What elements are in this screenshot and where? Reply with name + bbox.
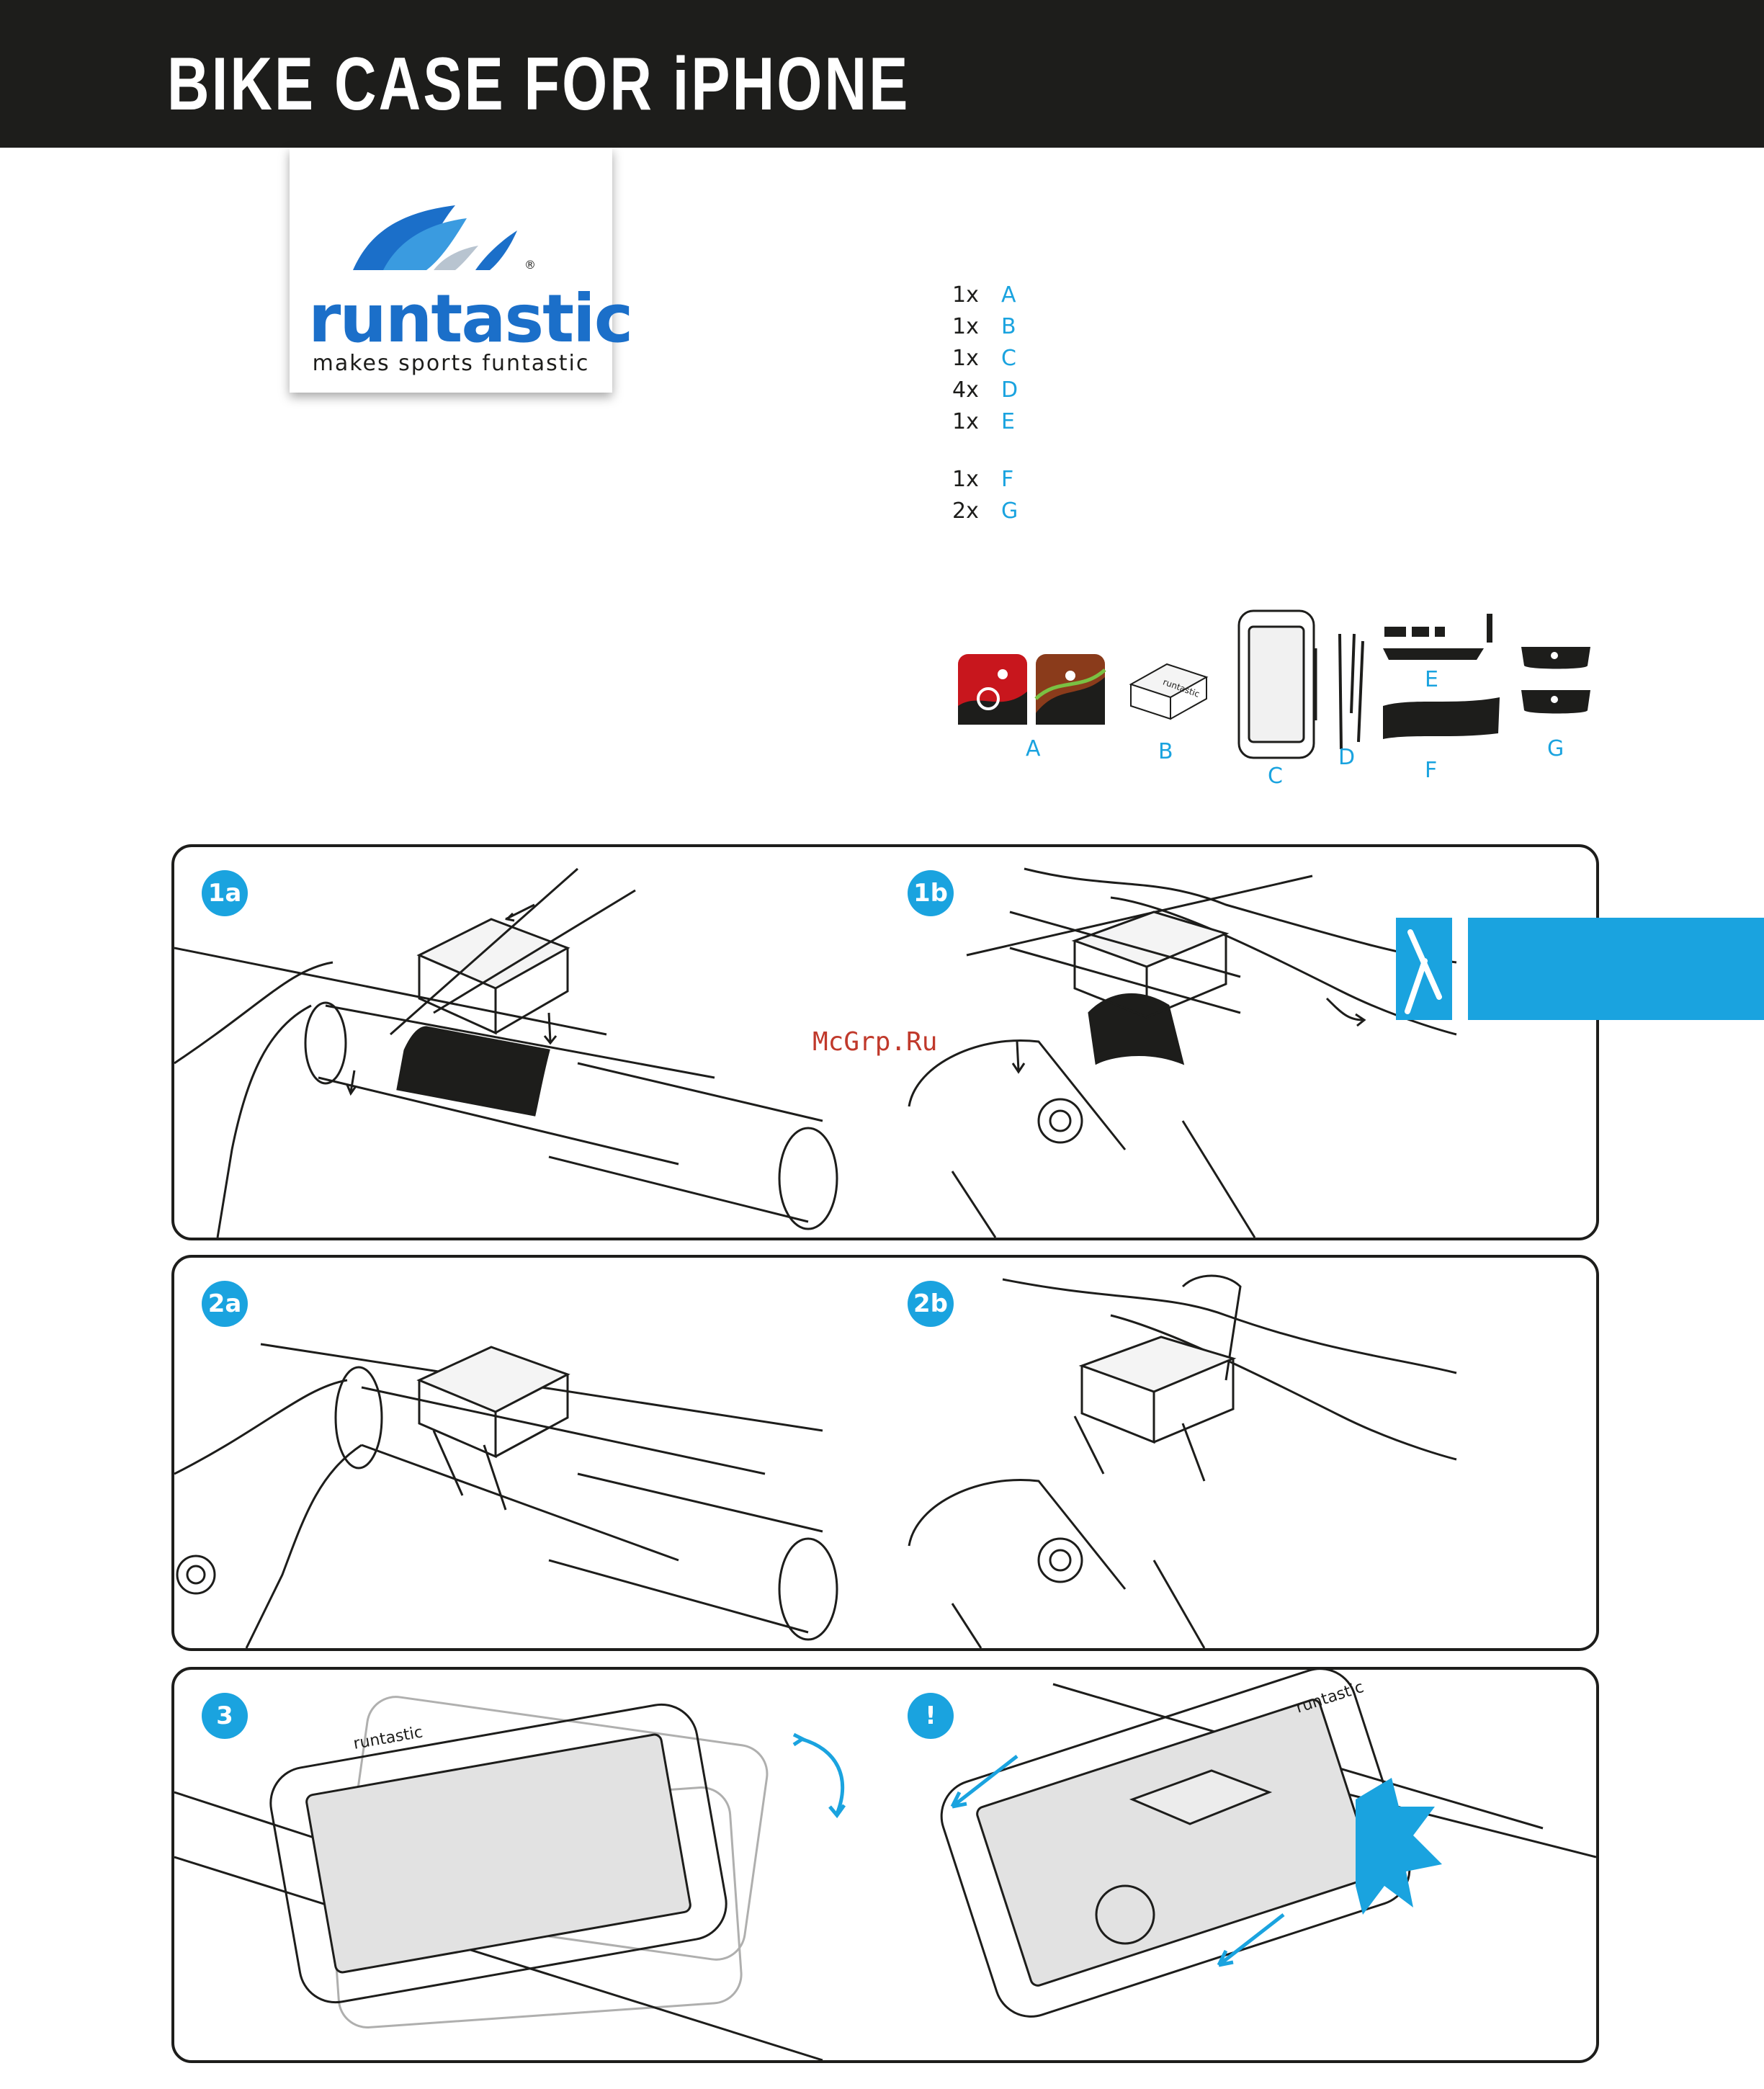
part-label-f: F	[1425, 758, 1437, 783]
step-2-illustration	[174, 1258, 1596, 1648]
app-icon-a	[958, 654, 1105, 725]
list-item: 1x A	[952, 282, 1096, 314]
step-badge-2b: 2b	[908, 1281, 954, 1327]
part-qty: 4x	[952, 377, 979, 403]
registered-mark: ®	[524, 258, 536, 272]
step-badge-3: 3	[202, 1693, 248, 1739]
impact-burst-icon	[1356, 1778, 1442, 1915]
part-letter: G	[1001, 498, 1018, 524]
part-letter: A	[1001, 282, 1016, 308]
watermark: McGrp.Ru	[812, 1027, 937, 1057]
panel-step-2: 2a 2b	[171, 1255, 1599, 1651]
part-letter: E	[1001, 409, 1015, 434]
part-letter: C	[1001, 346, 1016, 371]
part-label-g: G	[1547, 736, 1564, 761]
part-label-d: D	[1338, 745, 1355, 770]
warning-badge: !	[908, 1693, 954, 1739]
step-badge-2a: 2a	[202, 1281, 248, 1327]
panel-step-3: runtastic runtastic 3 !	[171, 1667, 1599, 2063]
logo-tagline: makes sports funtastic	[304, 351, 598, 376]
part-label-b: B	[1158, 739, 1173, 764]
part-qty: 1x	[952, 346, 979, 371]
list-item: 1x F	[952, 467, 1096, 498]
part-qty: 1x	[952, 409, 979, 434]
svg-text:runtastic: runtastic	[1294, 1678, 1366, 1717]
step-badge-1b: 1b	[908, 870, 954, 916]
part-qty: 1x	[952, 314, 979, 339]
list-item: 4x D	[952, 377, 1096, 409]
pads-e	[1383, 614, 1492, 660]
part-letter: D	[1001, 377, 1018, 403]
mount-b: runtastic	[1131, 664, 1206, 719]
cable-ties-d	[1340, 634, 1363, 749]
case-c	[1239, 611, 1315, 758]
tool-tab	[1396, 918, 1764, 1020]
list-item: 1x E	[952, 409, 1096, 441]
step-3-illustration: runtastic runtastic	[174, 1670, 1596, 2060]
part-letter: F	[1001, 467, 1013, 492]
part-qty: 1x	[952, 282, 979, 308]
buttons-g	[1521, 647, 1590, 714]
rubber-sheet-f	[1383, 697, 1500, 739]
logo-wordmark: runtastic	[308, 286, 594, 352]
runtastic-logo: ® runtastic makes sports funtastic	[290, 148, 612, 393]
step-badge-1a: 1a	[202, 870, 248, 916]
list-item: 2x G	[952, 498, 1096, 530]
part-letter: B	[1001, 314, 1016, 339]
part-label-a: A	[1026, 736, 1041, 761]
part-label-c: C	[1268, 764, 1283, 789]
part-qty: 2x	[952, 498, 979, 524]
part-qty: 1x	[952, 467, 979, 492]
list-item: 1x B	[952, 314, 1096, 346]
list-item: 1x C	[952, 346, 1096, 377]
page-title: BIKE CASE FOR iPHONE	[167, 42, 910, 128]
part-label-e: E	[1425, 667, 1438, 692]
